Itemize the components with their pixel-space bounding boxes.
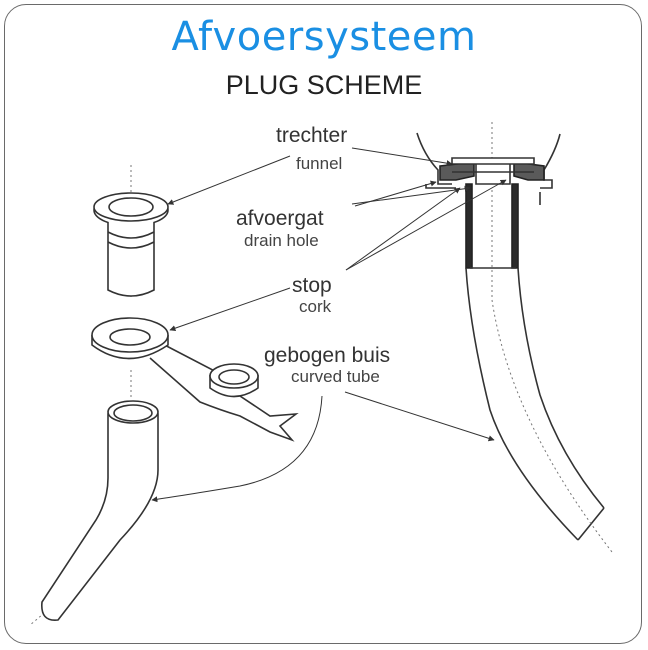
- label-cork-en: cork: [299, 297, 332, 316]
- cork-part: [91, 317, 299, 442]
- label-drain-hole-en: drain hole: [244, 231, 319, 250]
- label-curved-tube-nl: gebogen buis: [264, 344, 391, 367]
- curved-tube-part: [41, 400, 159, 621]
- funnel-part: [93, 192, 169, 297]
- leader-lines: [151, 147, 507, 503]
- label-funnel-nl: trechter: [276, 124, 348, 147]
- label-drain-hole-nl: afvoergat: [236, 207, 324, 230]
- label-curved-tube-en: curved tube: [291, 367, 380, 386]
- assembled-section: [416, 122, 613, 553]
- label-cork-nl: stop: [292, 274, 332, 297]
- diagram-subtitle: PLUG SCHEME: [225, 70, 423, 100]
- label-funnel-en: funnel: [296, 154, 343, 173]
- diagram-title: Afvoersysteem: [171, 14, 477, 60]
